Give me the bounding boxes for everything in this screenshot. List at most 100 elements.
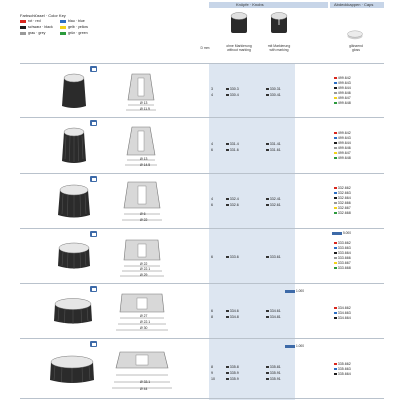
cap-article: 334.664 bbox=[334, 316, 351, 321]
info-icon[interactable] bbox=[90, 341, 97, 347]
row-separator bbox=[20, 283, 384, 284]
d-value: 10 bbox=[211, 377, 215, 381]
info-icon[interactable] bbox=[90, 176, 97, 182]
cap-article: 332.664 bbox=[334, 196, 351, 201]
d-value: 4 bbox=[211, 197, 213, 201]
info-icon[interactable] bbox=[90, 120, 97, 126]
color-swatch-blue bbox=[60, 20, 66, 23]
cap-article: 499.644 bbox=[334, 141, 351, 146]
color-swatch-yellow bbox=[60, 26, 66, 29]
article-no-marking: 331.4 bbox=[226, 142, 239, 147]
cap-article: 499.647 bbox=[334, 96, 351, 101]
dimension-label: Ø 22 bbox=[140, 218, 148, 222]
color-key-item: grün · green bbox=[60, 31, 88, 36]
cap-image bbox=[347, 30, 363, 40]
color-swatch-grey bbox=[20, 32, 26, 35]
header-bar-knobs bbox=[209, 2, 328, 8]
d-value: 8 bbox=[211, 365, 213, 369]
cap-article: 499.646 bbox=[334, 91, 351, 96]
article-with-marking: 335.91 bbox=[266, 371, 281, 376]
d-value: 4 bbox=[211, 142, 213, 146]
article-no-marking: 332.6 bbox=[226, 203, 239, 208]
info-icon[interactable] bbox=[90, 66, 97, 72]
quantity-badge: 1.000 bbox=[285, 289, 315, 293]
cap-article: 335.663 bbox=[334, 367, 351, 372]
article-no-marking: 335.9 bbox=[226, 377, 239, 382]
article-no-marking: 330.3 bbox=[226, 87, 239, 92]
d-value: 6 bbox=[211, 203, 213, 207]
article-no-marking: 332.4 bbox=[226, 197, 239, 202]
color-key-item: gelb · yellow bbox=[60, 25, 88, 30]
d-value: 4 bbox=[211, 93, 213, 97]
article-no-marking: 334.6 bbox=[226, 309, 239, 314]
cap-article: 332.667 bbox=[334, 206, 351, 211]
color-swatch-green bbox=[60, 32, 66, 35]
article-with-marking: 330.41 bbox=[266, 93, 281, 98]
color-swatch-black bbox=[20, 26, 26, 29]
cap-article: 335.662 bbox=[334, 362, 351, 367]
column-d-header: D mm bbox=[200, 46, 210, 50]
article-with-marking: 335.81 bbox=[266, 365, 281, 370]
article-with-marking: 332.41 bbox=[266, 197, 281, 202]
article-no-marking: 335.8 bbox=[226, 365, 239, 370]
cap-article: 332.666 bbox=[334, 201, 351, 206]
cap-article: 334.662 bbox=[334, 306, 351, 311]
cap-article: 499.642 bbox=[334, 131, 351, 136]
cap-article: 499.643 bbox=[334, 81, 351, 86]
color-swatch-red bbox=[20, 20, 26, 23]
cap-article: 499.643 bbox=[334, 136, 351, 141]
knob-with-marking-image bbox=[270, 12, 288, 33]
dimension-label: Ø 44 bbox=[140, 387, 148, 391]
article-no-marking: 334.8 bbox=[226, 315, 239, 320]
technical-drawing bbox=[120, 239, 164, 277]
cap-article: 334.663 bbox=[334, 311, 351, 316]
article-with-marking: 334.81 bbox=[266, 315, 281, 320]
cap-article: 333.667 bbox=[334, 261, 351, 266]
knob-photo bbox=[58, 184, 90, 218]
article-no-marking: 330.4 bbox=[226, 93, 239, 98]
info-icon[interactable] bbox=[90, 286, 97, 292]
technical-drawing bbox=[112, 351, 172, 389]
technical-drawing bbox=[125, 126, 157, 166]
cap-article: 333.664 bbox=[334, 251, 351, 256]
dimension-label: Ø 6 bbox=[140, 212, 146, 216]
color-key-title: Farbschlüssel · Color Key bbox=[20, 13, 66, 18]
dimension-label: Ø 13 bbox=[140, 101, 148, 105]
info-icon[interactable] bbox=[90, 231, 97, 237]
technical-drawing bbox=[116, 293, 168, 331]
color-key-item: rot · red bbox=[20, 19, 41, 24]
row-separator bbox=[20, 173, 384, 174]
article-with-marking: 333.61 bbox=[266, 255, 281, 260]
cap-article: 499.644 bbox=[334, 86, 351, 91]
article-no-marking: 331.6 bbox=[226, 148, 239, 153]
dimension-label: Ø 11.9 bbox=[140, 107, 150, 111]
dimension-label: Ø 22 bbox=[140, 262, 148, 266]
dimension-label: Ø 22.1 bbox=[140, 267, 151, 271]
d-value: 3 bbox=[211, 87, 213, 91]
cap-article: 332.668 bbox=[334, 211, 351, 216]
technical-drawing bbox=[122, 181, 162, 221]
cap-article: 333.663 bbox=[334, 246, 351, 251]
technical-drawing bbox=[126, 73, 156, 111]
knob-photo bbox=[62, 127, 86, 163]
article-with-marking: 331.41 bbox=[266, 142, 281, 147]
article-with-marking: 330.31 bbox=[266, 87, 281, 92]
cap-article: 335.664 bbox=[334, 372, 351, 377]
d-value: 9 bbox=[211, 371, 213, 375]
article-with-marking: 331.61 bbox=[266, 148, 281, 153]
drawing-column-background bbox=[209, 63, 295, 400]
d-value: 6 bbox=[211, 309, 213, 313]
article-no-marking: 333.6 bbox=[226, 255, 239, 260]
cap-article: 333.662 bbox=[334, 241, 351, 246]
row-separator bbox=[20, 398, 384, 399]
row-separator bbox=[20, 338, 384, 339]
row-separator bbox=[20, 117, 384, 118]
cap-article: 499.642 bbox=[334, 76, 351, 81]
article-with-marking: 334.61 bbox=[266, 309, 281, 314]
cap-article: 333.668 bbox=[334, 266, 351, 271]
header-caps-label: Abdeckkappen · Caps bbox=[334, 2, 374, 7]
header-bar-caps bbox=[330, 2, 384, 8]
